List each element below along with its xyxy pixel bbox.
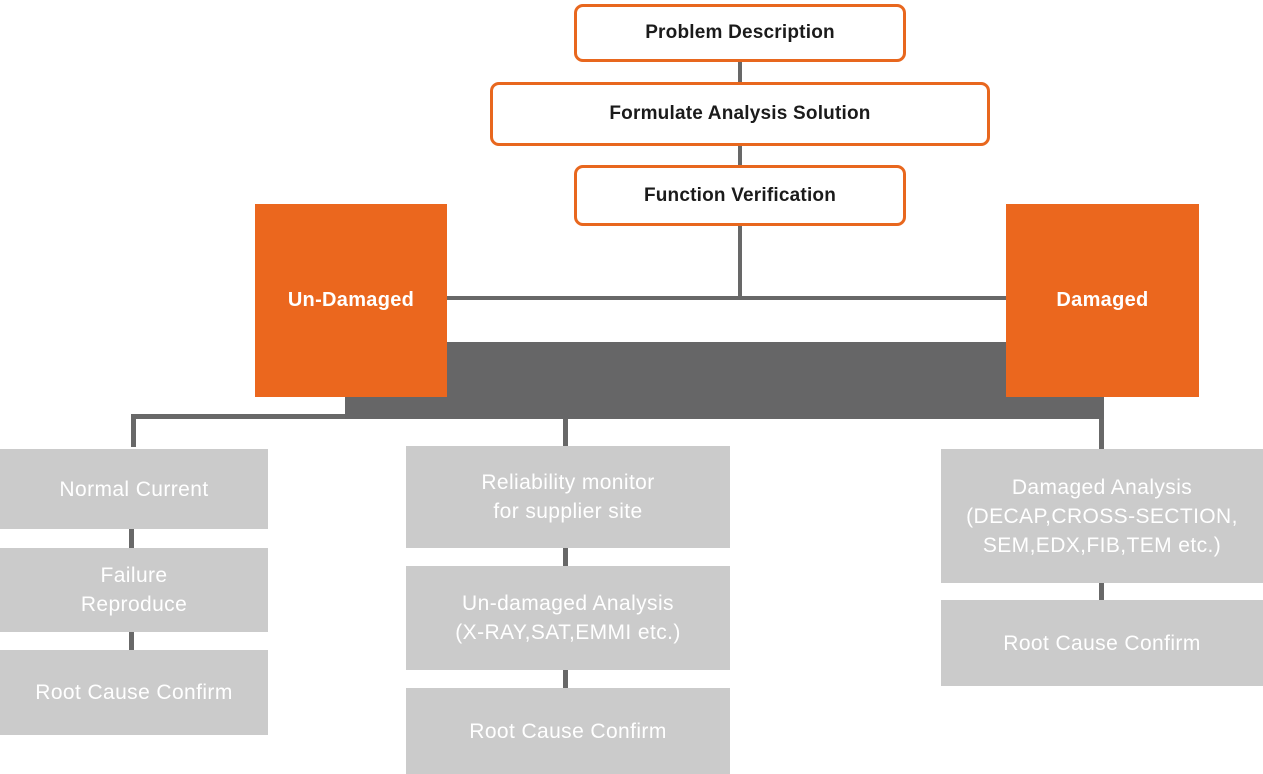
branch-damaged: Damaged xyxy=(1006,204,1199,397)
box-un-damaged-analysis: Un-damaged Analysis (X-RAY,SAT,EMMI etc.… xyxy=(406,566,730,670)
box-normal-current: Normal Current xyxy=(0,449,268,529)
box-root-cause-confirm-left: Root Cause Confirm xyxy=(0,650,268,735)
connector-bar-left-drop xyxy=(131,414,136,447)
connector-step2-step3 xyxy=(738,146,742,165)
connector-middle-1 xyxy=(563,548,568,566)
connector-step1-step2 xyxy=(738,62,742,82)
connector-right-1 xyxy=(1099,583,1104,600)
connector-bar-middle-drop xyxy=(563,419,568,446)
box-reliability-monitor: Reliability monitor for supplier site xyxy=(406,446,730,548)
step-problem-description: Problem Description xyxy=(574,4,906,62)
branch-un-damaged: Un-Damaged xyxy=(255,204,447,397)
connector-middle-2 xyxy=(563,670,568,688)
connector-bar-left-horizontal xyxy=(131,414,345,419)
connector-step3-branch xyxy=(738,226,742,298)
connector-left-2 xyxy=(129,632,134,650)
box-root-cause-confirm-right: Root Cause Confirm xyxy=(941,600,1263,686)
distribution-bar xyxy=(345,342,1104,419)
connector-branch-horizontal xyxy=(447,296,1006,300)
box-root-cause-confirm-middle: Root Cause Confirm xyxy=(406,688,730,774)
connector-left-1 xyxy=(129,529,134,548)
connector-bar-right-drop xyxy=(1099,419,1104,449)
box-failure-reproduce: Failure Reproduce xyxy=(0,548,268,632)
step-formulate-analysis-solution: Formulate Analysis Solution xyxy=(490,82,990,146)
step-function-verification: Function Verification xyxy=(574,165,906,226)
box-damaged-analysis: Damaged Analysis (DECAP,CROSS-SECTION, S… xyxy=(941,449,1263,583)
